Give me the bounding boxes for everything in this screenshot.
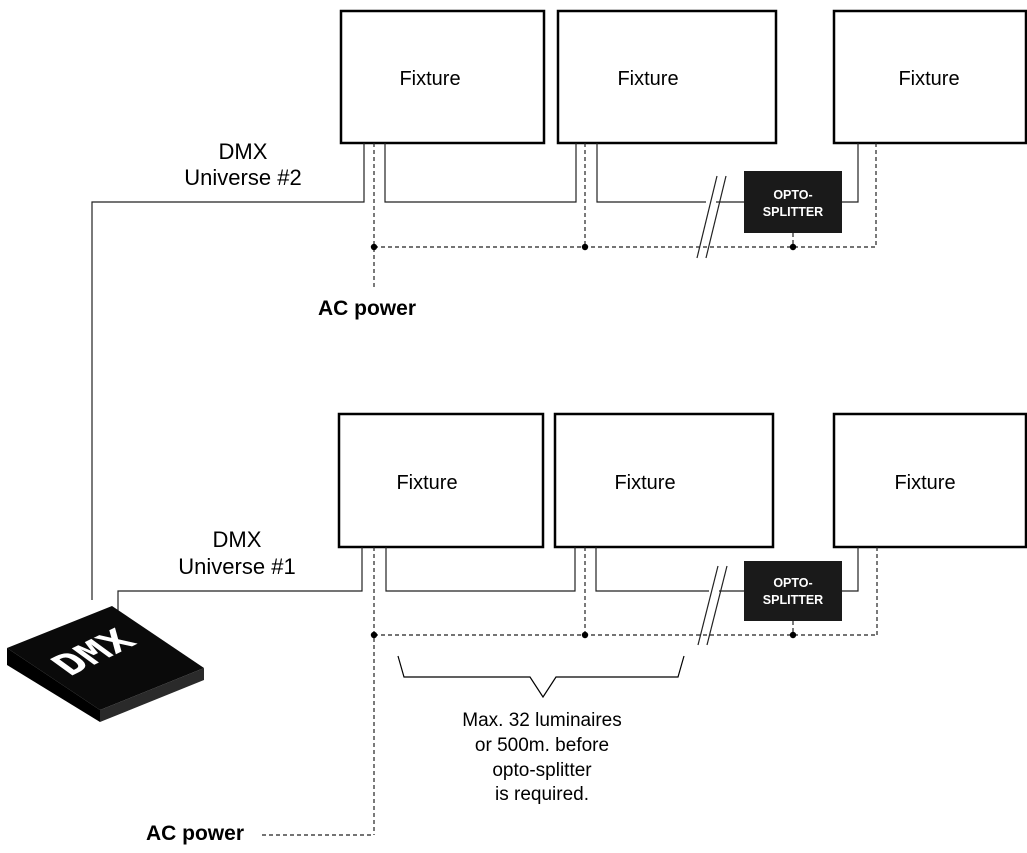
- dmx-cable: [596, 143, 706, 203]
- fixture-box: [553, 412, 775, 549]
- universe-2-chain: Fixture Fixture Fixture OPTO- SPLITTER D…: [91, 9, 1027, 600]
- note-line: opto-splitter: [492, 760, 592, 781]
- dmx-controller-icon: DMX: [7, 606, 204, 722]
- controller-front: [7, 648, 100, 722]
- dmx-cable: [117, 547, 363, 618]
- fixture-box: [832, 412, 1027, 549]
- note-line: Max. 32 luminaires: [462, 710, 621, 731]
- fixture-box: [339, 9, 546, 145]
- controller-top: [7, 606, 204, 710]
- cable-break-mark: [696, 175, 718, 259]
- power-junction: [789, 243, 797, 251]
- opto-splitter-label: SPLITTER: [763, 205, 823, 219]
- ac-power-label: AC power: [146, 822, 244, 845]
- opto-splitter-label: SPLITTER: [763, 593, 823, 607]
- range-bracket: [397, 655, 685, 699]
- universe-label: DMX: [213, 527, 262, 552]
- fixture-label: Fixture: [894, 472, 955, 494]
- power-junction: [789, 631, 797, 639]
- power-junction: [370, 631, 378, 639]
- power-junction: [581, 243, 589, 251]
- universe-1-chain: Fixture Fixture Fixture OPTO- SPLITTER D…: [117, 412, 1027, 845]
- note-line: or 500m. before: [475, 735, 609, 756]
- opto-splitter-label: OPTO-: [773, 576, 812, 590]
- fixture-label: Fixture: [614, 472, 675, 494]
- ac-power-label: AC power: [318, 297, 416, 320]
- dmx-cable: [595, 547, 709, 592]
- fixture-box: [832, 9, 1027, 145]
- dmx-cable: [385, 547, 576, 592]
- note-line: is required.: [495, 784, 589, 805]
- universe-label: Universe #1: [178, 554, 295, 579]
- cable-break-mark: [706, 565, 728, 646]
- dmx-cable: [384, 143, 577, 203]
- cable-break-mark: [697, 565, 719, 646]
- universe-label: Universe #2: [184, 165, 301, 190]
- fixture-label: Fixture: [396, 472, 457, 494]
- controller-side: [100, 668, 204, 722]
- fixture-label: Fixture: [617, 68, 678, 90]
- fixture-label: Fixture: [399, 68, 460, 90]
- dmx-cable: [842, 143, 859, 203]
- cable-break-mark: [705, 175, 727, 259]
- power-junction: [581, 631, 589, 639]
- dmx-cable: [842, 547, 859, 592]
- power-junction: [370, 243, 378, 251]
- opto-splitter: [744, 171, 842, 233]
- fixture-label: Fixture: [898, 68, 959, 90]
- opto-splitter: [744, 561, 842, 621]
- universe-label: DMX: [219, 139, 268, 164]
- fixture-box: [556, 9, 778, 145]
- fixture-box: [337, 412, 545, 549]
- dmx-cable: [91, 143, 365, 600]
- opto-splitter-label: OPTO-: [773, 188, 812, 202]
